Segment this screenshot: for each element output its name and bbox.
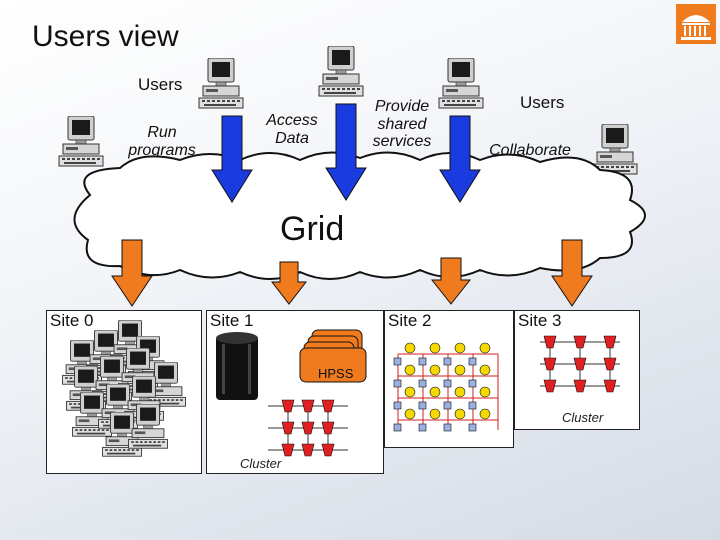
workstation-cluster-icon xyxy=(62,320,186,457)
workstation-icon xyxy=(198,58,244,110)
site-1-label: Site 1 xyxy=(210,311,254,330)
grid-label: Grid xyxy=(280,210,345,248)
cluster-diagram xyxy=(540,335,620,393)
site-2-label: Site 2 xyxy=(388,311,432,330)
provide-services-label: Provide shared services xyxy=(372,98,432,151)
arrow-down-icon xyxy=(551,239,593,307)
arrow-down-icon xyxy=(439,115,481,203)
users-label-right: Users xyxy=(520,93,565,112)
site-1-cluster-label: Cluster xyxy=(240,456,282,471)
workstation-icon xyxy=(438,58,484,110)
arrow-down-icon xyxy=(270,261,308,305)
site-3-label: Site 3 xyxy=(518,311,562,330)
arrow-down-icon xyxy=(325,103,367,201)
arrow-down-icon xyxy=(111,239,153,307)
users-label-left: Users xyxy=(138,75,183,94)
storage-tower-icon xyxy=(216,332,258,400)
workstation-icon xyxy=(318,46,364,98)
workstation-icon xyxy=(592,124,638,176)
arrow-down-icon xyxy=(211,115,253,203)
access-data-label: Access Data xyxy=(266,112,318,147)
arrow-down-icon xyxy=(430,257,472,305)
mesh-network-diagram xyxy=(393,342,499,432)
run-programs-label: Run programs xyxy=(128,124,196,159)
site-0-label: Site 0 xyxy=(50,311,94,330)
university-logo xyxy=(676,4,716,44)
hpss-storage-icon xyxy=(299,329,367,383)
cluster-diagram xyxy=(268,399,348,457)
hpss-label: HPSS xyxy=(318,366,354,381)
slide-title: Users view xyxy=(32,20,179,53)
workstation-icon xyxy=(58,116,104,168)
collaborate-label: Collaborate xyxy=(489,142,571,159)
site-3-cluster-label: Cluster xyxy=(562,410,604,425)
